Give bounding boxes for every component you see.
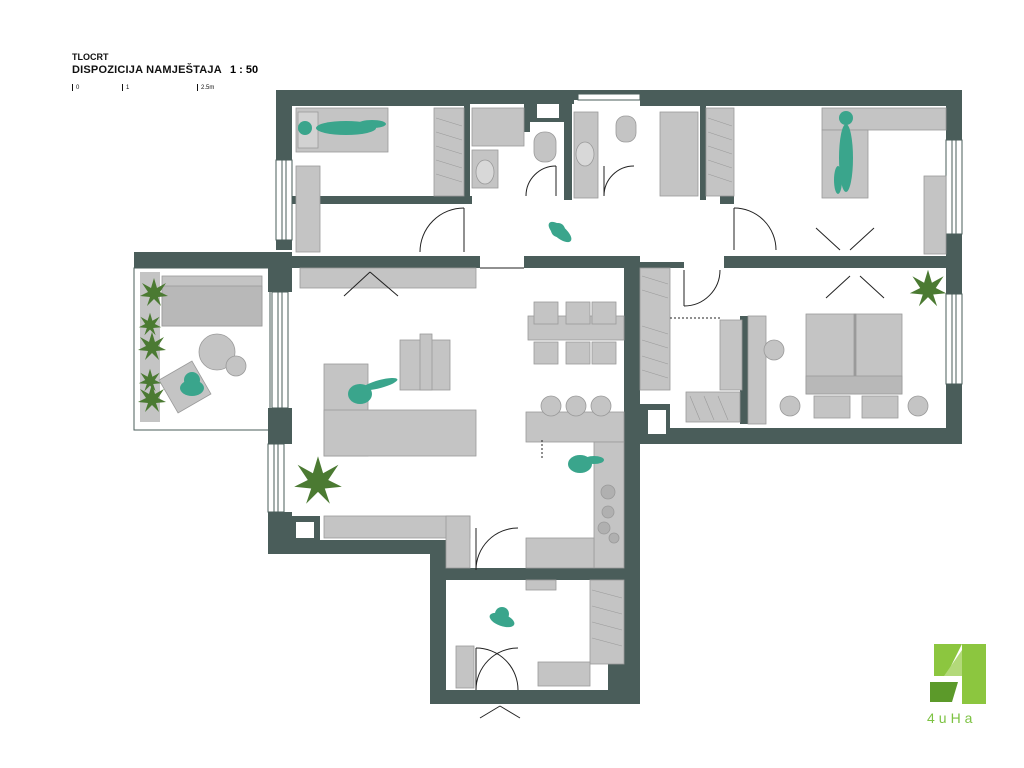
people-figures [180,111,853,628]
page-title: DISPOZICIJA NAMJEŠTAJA [72,64,222,76]
person-icon [548,221,572,243]
wall-voids [296,104,666,538]
plant-icon [294,456,342,504]
person-icon [489,607,515,628]
furniture [158,107,947,689]
scalebar-tick-0: 0 [72,84,79,91]
person-icon [568,455,604,473]
scale-ratio: 1 : 50 [230,64,259,76]
drawing-label: TLOCRT [72,52,109,62]
person-icon [348,377,398,404]
person-icon [834,111,853,194]
wardrobe-hatching [435,117,733,647]
windows [267,93,963,513]
doors [343,165,885,719]
logo-text: 4uHa [927,710,977,726]
person-icon [298,120,386,135]
scalebar-tick-1: 1 [122,84,129,91]
logo-mark [930,644,986,704]
person-icon [180,372,204,396]
scalebar-tick-2: 2.5m [197,84,214,91]
plant-icon [909,269,947,307]
